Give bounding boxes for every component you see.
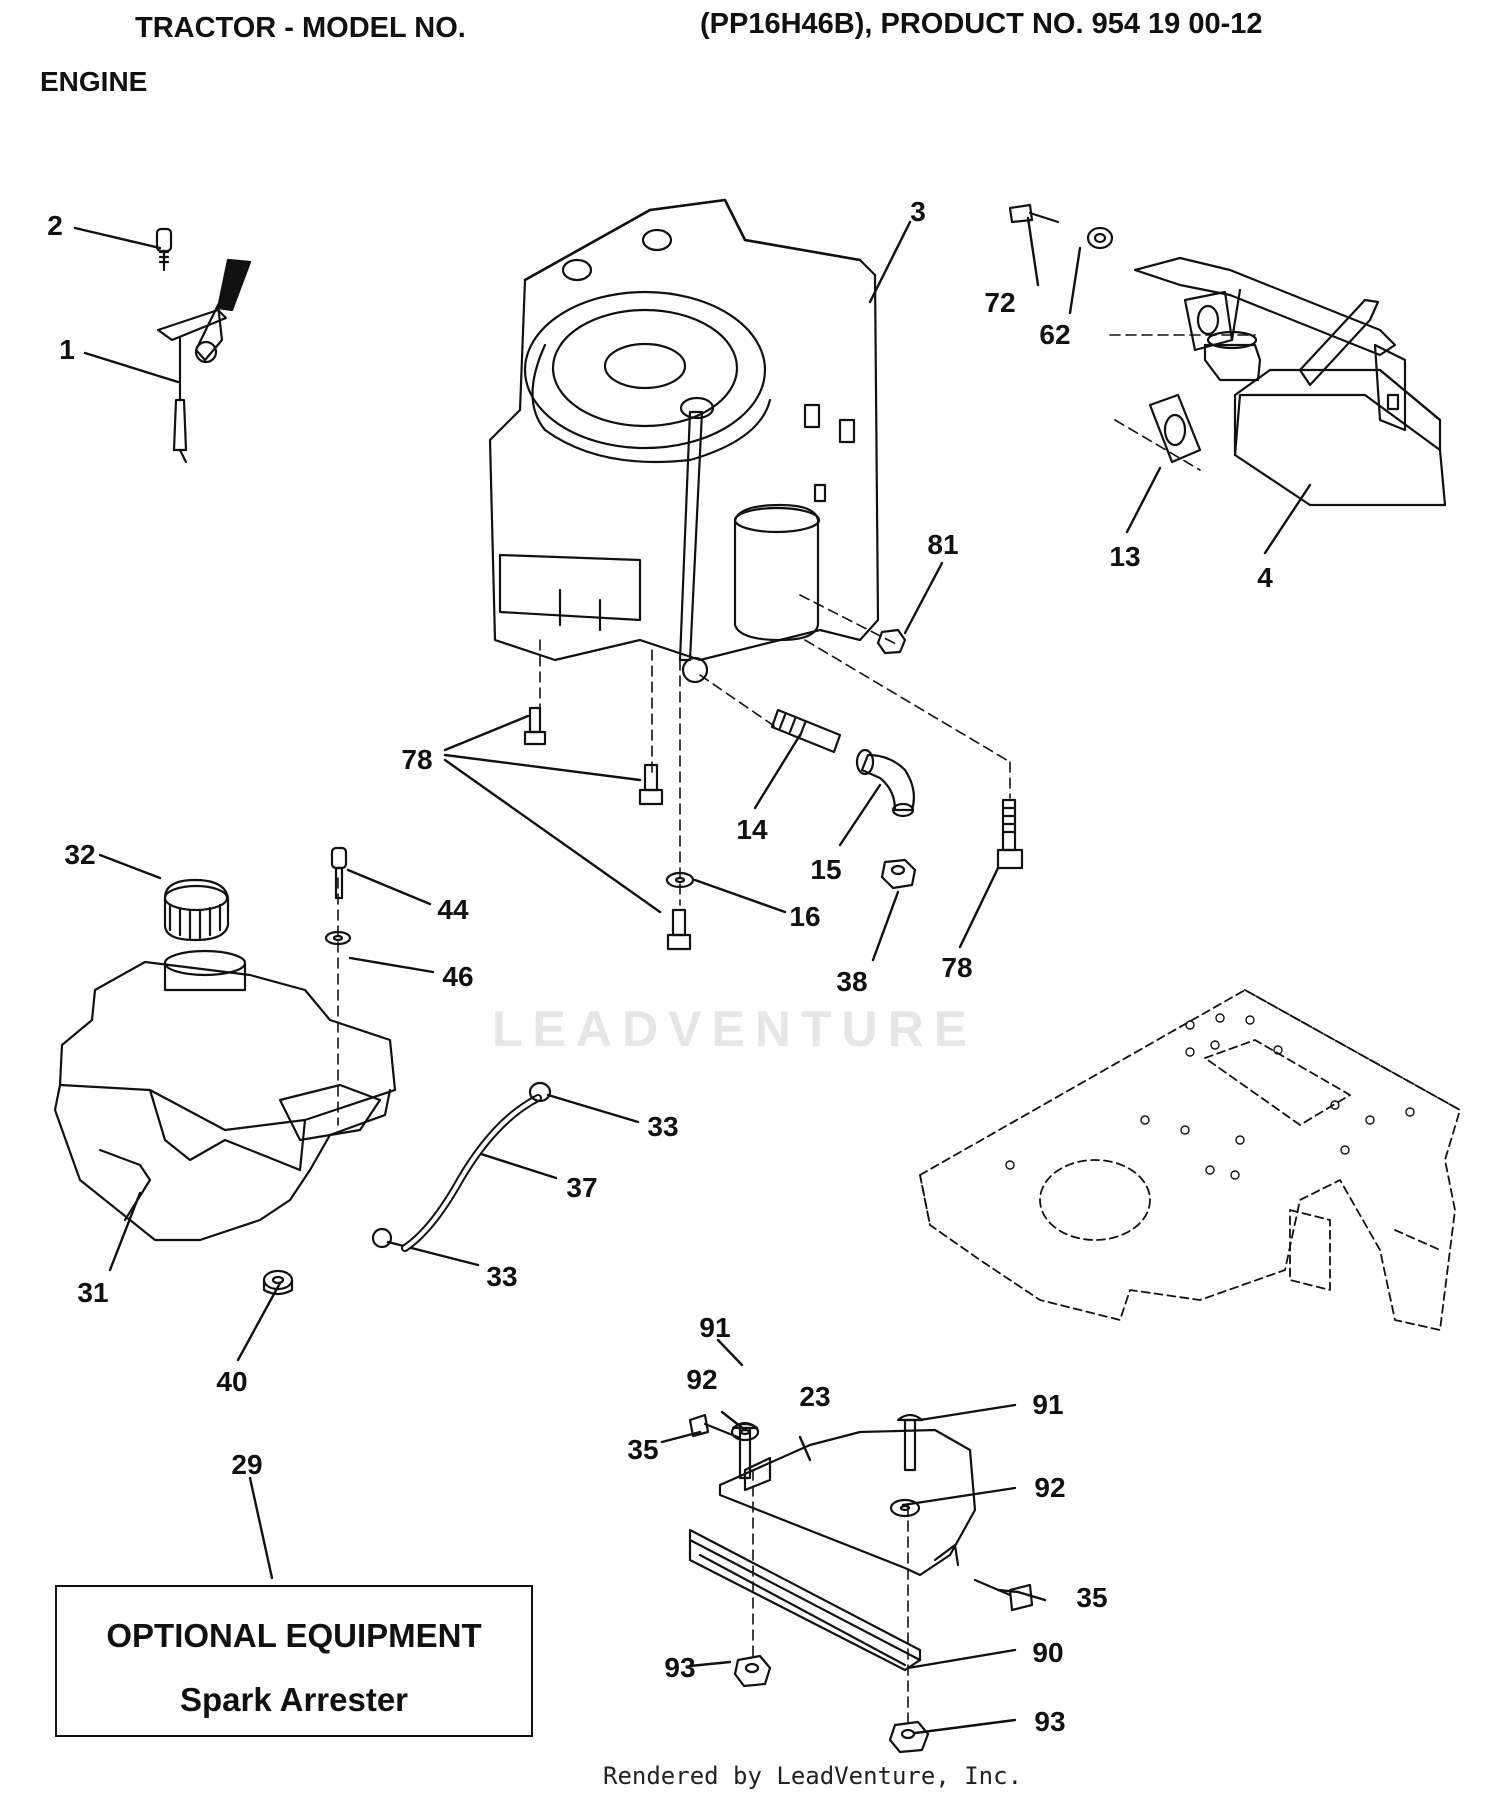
callout-32: 32	[64, 839, 96, 870]
callout-33-top: 33	[647, 1111, 679, 1142]
throttle-control	[155, 227, 252, 464]
tank-fasteners	[262, 846, 352, 1296]
section-title: ENGINE	[40, 66, 148, 97]
optional-equipment-item: Spark Arrester	[179, 1681, 409, 1718]
fuel-tank	[53, 878, 397, 1242]
callout-81: 81	[927, 529, 959, 560]
callout-46: 46	[442, 961, 474, 992]
callout-14: 14	[736, 814, 768, 845]
callout-72: 72	[984, 287, 1016, 318]
callout-40: 40	[216, 1366, 248, 1397]
bolts-78	[523, 628, 1024, 951]
callout-15: 15	[810, 854, 842, 885]
callout-3: 3	[910, 196, 926, 227]
callout-93-right: 93	[1034, 1706, 1066, 1737]
callout-91-left: 91	[699, 1312, 731, 1343]
callout-35-right: 35	[1076, 1582, 1108, 1613]
tractor-frame	[919, 989, 1461, 1331]
callout-92-right: 92	[1034, 1472, 1066, 1503]
callout-78-right: 78	[941, 952, 973, 983]
callout-1: 1	[59, 334, 75, 365]
header-title-left: TRACTOR - MODEL NO.	[135, 12, 466, 44]
callout-92-left: 92	[686, 1364, 718, 1395]
callout-90: 90	[1032, 1637, 1064, 1668]
callout-35-left: 35	[627, 1434, 659, 1465]
callout-29: 29	[231, 1449, 263, 1480]
callout-44: 44	[437, 894, 469, 925]
callout-33-bottom: 33	[486, 1261, 518, 1292]
optional-equipment-title: OPTIONAL EQUIPMENT	[106, 1617, 482, 1654]
callout-16: 16	[789, 901, 821, 932]
engine	[488, 198, 880, 684]
callout-62: 62	[1039, 319, 1071, 350]
callout-13: 13	[1109, 541, 1141, 572]
heat-shield	[688, 1413, 1034, 1754]
callout-2: 2	[47, 210, 63, 241]
callout-37: 37	[566, 1172, 598, 1203]
callout-93-left: 93	[664, 1652, 696, 1683]
callout-38: 38	[836, 966, 868, 997]
footer-credit: Rendered by LeadVenture, Inc.	[603, 1762, 1023, 1790]
callout-91-right: 91	[1032, 1389, 1064, 1420]
callout-31: 31	[77, 1277, 109, 1308]
fuel-line	[371, 1081, 552, 1252]
leader-lines	[73, 216, 1312, 1735]
callout-23: 23	[799, 1381, 831, 1412]
optional-equipment-box: OPTIONAL EQUIPMENT Spark Arrester	[55, 1585, 533, 1737]
callout-4: 4	[1257, 562, 1273, 593]
exhaust-system	[1008, 203, 1447, 507]
watermark: LEADVENTURE	[492, 1001, 978, 1057]
drain-fittings	[770, 708, 915, 818]
header-title-right: (PP16H46B), PRODUCT NO. 954 19 00-12	[700, 8, 1263, 40]
callout-78-left: 78	[401, 744, 433, 775]
frame-holes	[1005, 1013, 1415, 1180]
assembly-lines	[337, 334, 1256, 1726]
